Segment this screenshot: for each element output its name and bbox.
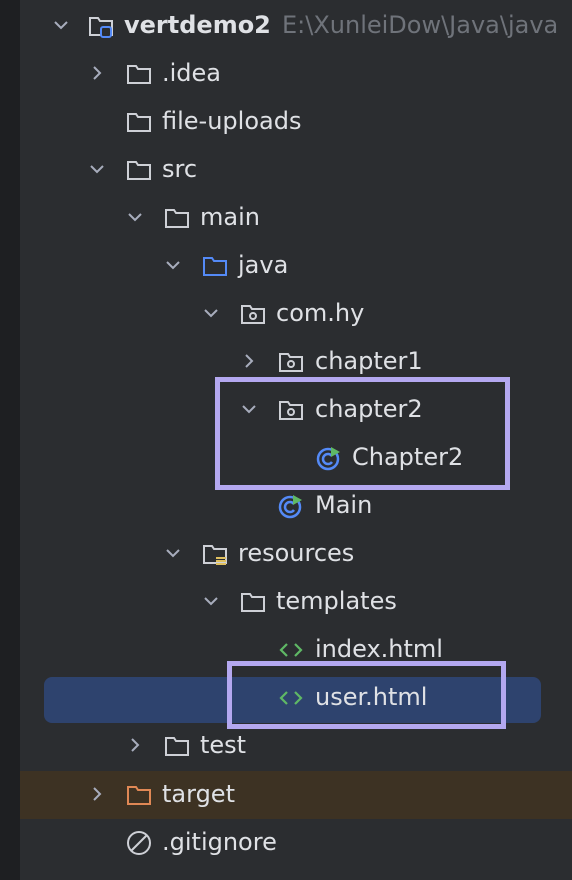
tree-label-resources: resources <box>238 539 355 567</box>
excluded-folder-icon <box>127 786 151 805</box>
tree-row-chapter2[interactable]: chapter2 <box>20 386 572 434</box>
chevron-down-icon[interactable] <box>202 592 220 610</box>
tree-label-idea: .idea <box>162 59 222 87</box>
tree-row-chapter2-class[interactable]: Chapter2 <box>20 434 572 482</box>
project-path: E:\XunleiDow\Java\java <box>282 11 559 39</box>
chevron-down-icon[interactable] <box>88 160 106 178</box>
tree-row-index-html[interactable]: index.html <box>20 626 572 674</box>
source-root-folder-icon <box>203 257 227 276</box>
package-icon <box>241 305 265 324</box>
tree-label-chapter2-class: Chapter2 <box>352 443 464 471</box>
tree-row-com-hy[interactable]: com.hy <box>20 290 572 338</box>
tree-label-templates: templates <box>276 587 397 615</box>
gutter <box>0 0 20 880</box>
tree-label-java: java <box>238 251 289 279</box>
tree-label-index-html: index.html <box>315 635 443 663</box>
chevron-right-icon[interactable] <box>88 64 106 82</box>
tree-label-main: main <box>200 203 260 231</box>
tree-label-vertdemo2: vertdemo2 <box>124 11 271 39</box>
chevron-down-icon[interactable] <box>126 208 144 226</box>
module-folder-icon <box>89 17 113 38</box>
html-file-icon <box>279 691 303 705</box>
chevron-down-icon[interactable] <box>202 304 220 322</box>
folder-icon <box>165 737 189 756</box>
tree-row-main-class[interactable]: Main <box>20 482 572 530</box>
java-class-run-icon <box>278 495 302 519</box>
chevron-down-icon[interactable] <box>52 16 70 34</box>
chevron-down-icon[interactable] <box>240 400 258 418</box>
tree-label-user-html: user.html <box>315 683 428 711</box>
tree-row-target[interactable]: target <box>20 771 572 819</box>
tree-row-java[interactable]: java <box>20 242 572 290</box>
tree-row-idea[interactable]: .idea <box>20 50 572 98</box>
package-icon <box>279 353 303 372</box>
folder-icon <box>165 209 189 228</box>
tree-row-main[interactable]: main <box>20 194 572 242</box>
tree-row-chapter1[interactable]: chapter1 <box>20 338 572 386</box>
project-tree: vertdemo2 E:\XunleiDow\Java\java .idea f… <box>20 0 572 880</box>
chevron-down-icon[interactable] <box>164 544 182 562</box>
tree-row-templates[interactable]: templates <box>20 578 572 626</box>
folder-icon <box>241 593 265 612</box>
tree-label-chapter1: chapter1 <box>315 347 423 375</box>
tree-row-gitignore[interactable]: .gitignore <box>20 819 572 867</box>
selection-highlight <box>44 677 541 723</box>
tree-label-chapter2: chapter2 <box>315 395 423 423</box>
tree-row-vertdemo2[interactable]: vertdemo2 E:\XunleiDow\Java\java <box>20 2 572 50</box>
tree-label-target: target <box>162 780 235 808</box>
tree-label-gitignore: .gitignore <box>162 828 277 856</box>
html-file-icon <box>279 643 303 657</box>
chevron-down-icon[interactable] <box>164 256 182 274</box>
folder-icon <box>127 65 151 84</box>
tree-label-src: src <box>162 155 198 183</box>
folder-icon <box>127 161 151 180</box>
tree-row-user-html[interactable]: user.html <box>20 674 572 723</box>
package-icon <box>279 401 303 420</box>
tree-label-main-class: Main <box>315 491 373 519</box>
tree-label-com-hy: com.hy <box>276 299 365 327</box>
tree-row-file-uploads[interactable]: file-uploads <box>20 98 572 146</box>
resources-root-folder-icon <box>203 545 227 565</box>
chevron-right-icon[interactable] <box>126 736 144 754</box>
tree-row-test[interactable]: test <box>20 722 572 770</box>
chevron-right-icon[interactable] <box>240 352 258 370</box>
tree-row-src[interactable]: src <box>20 146 572 194</box>
tree-row-resources[interactable]: resources <box>20 530 572 578</box>
tree-label-test: test <box>200 731 247 759</box>
chevron-right-icon[interactable] <box>88 785 106 803</box>
ignore-file-icon <box>127 831 151 855</box>
folder-icon <box>127 113 151 132</box>
java-class-run-icon <box>316 447 340 471</box>
tree-label-file-uploads: file-uploads <box>162 107 302 135</box>
